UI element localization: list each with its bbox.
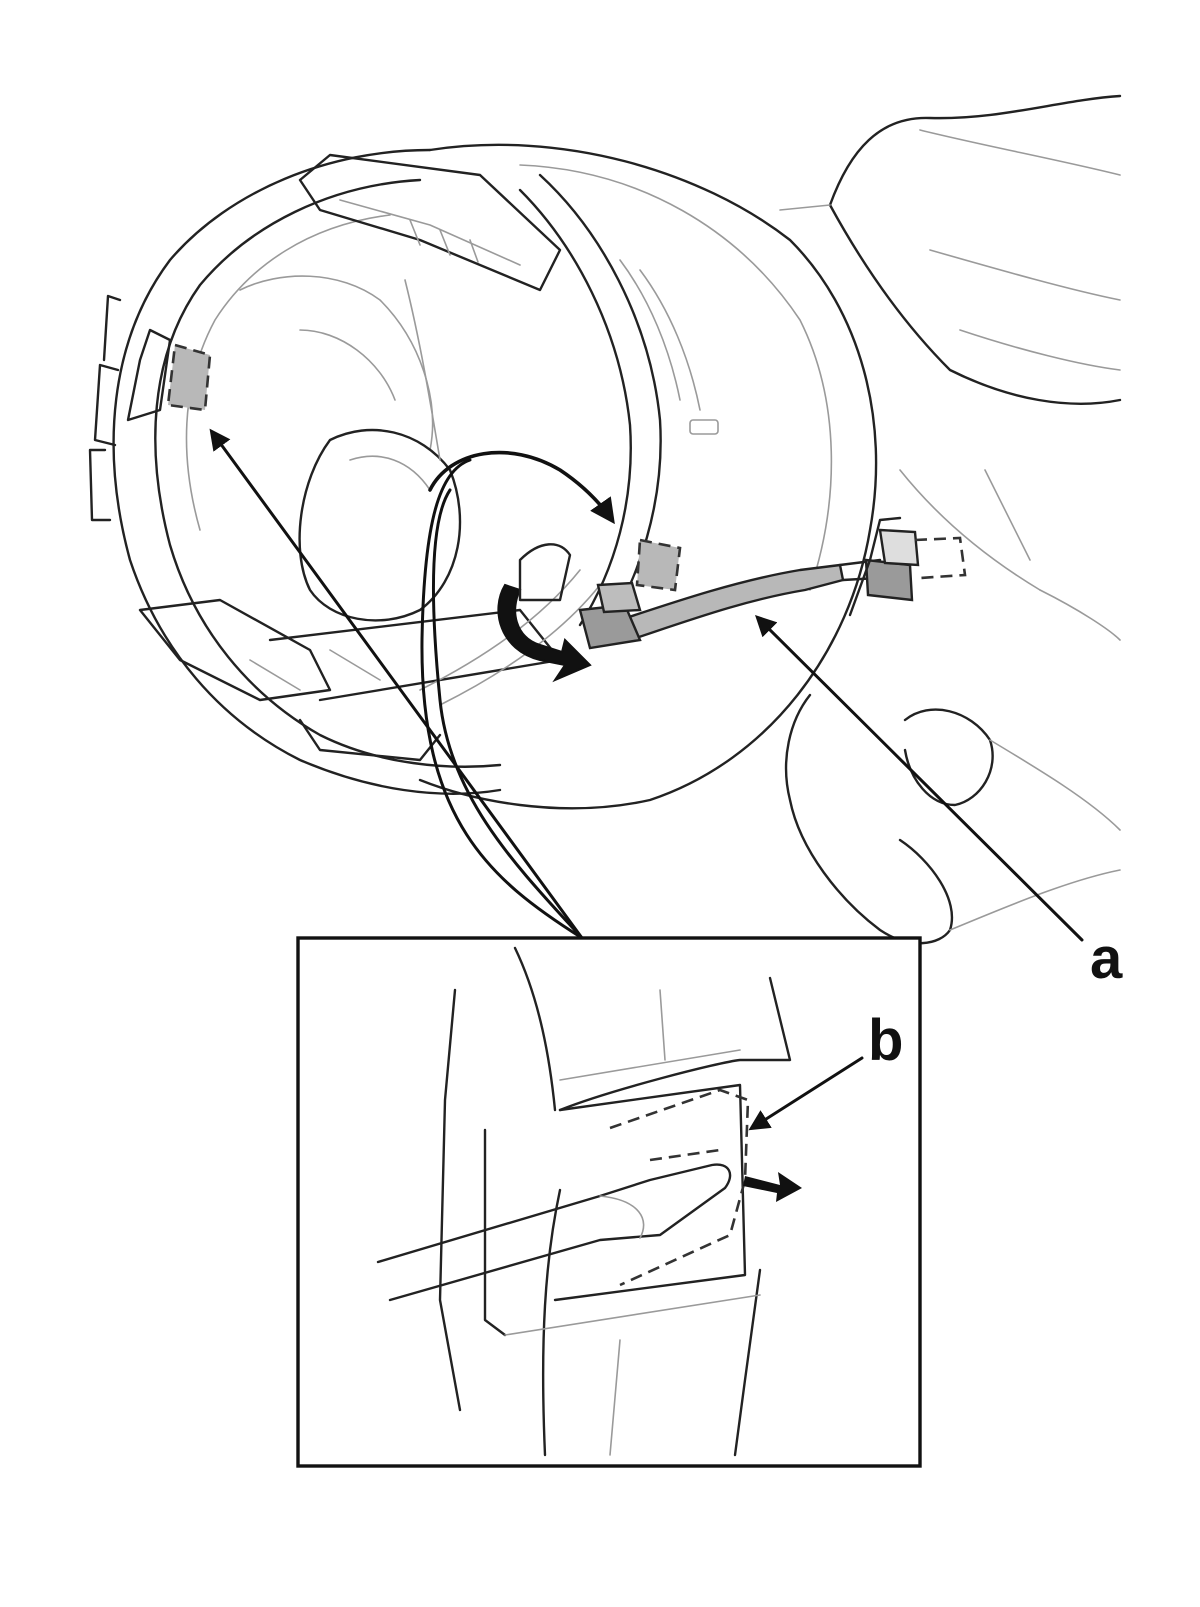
callout-a: a xyxy=(1090,926,1123,991)
callout-b: b xyxy=(868,1008,903,1073)
leader-line-to-inset-3 xyxy=(431,488,584,940)
release-clip-left xyxy=(126,328,212,422)
leader-line-a xyxy=(755,615,1084,942)
leader-line-to-inset-2 xyxy=(420,458,584,940)
inset-detail xyxy=(296,936,922,1468)
rotation-arrow xyxy=(428,450,615,683)
column-cover xyxy=(88,143,878,810)
dashboard-background xyxy=(779,94,1122,945)
leader-line-to-inset xyxy=(209,428,584,940)
leader-line-b xyxy=(748,1056,864,1131)
wire-harness xyxy=(578,516,967,650)
release-clip-right xyxy=(635,538,682,592)
